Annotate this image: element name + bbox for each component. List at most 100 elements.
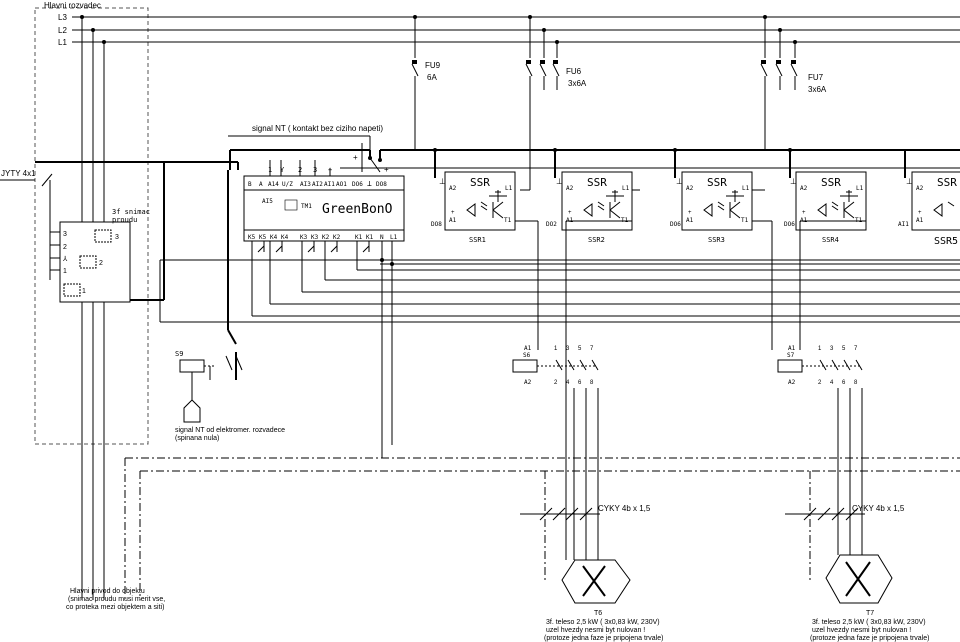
svg-text:AI5: AI5	[262, 198, 273, 205]
svg-text:K5: K5	[259, 234, 267, 241]
svg-text:L1: L1	[390, 234, 398, 241]
svg-text:K3: K3	[300, 234, 308, 241]
svg-text:K3: K3	[311, 234, 319, 241]
svg-text:L1: L1	[856, 185, 864, 192]
svg-text:K1: K1	[366, 234, 374, 241]
svg-text:A2: A2	[916, 185, 924, 192]
svg-text:K1: K1	[355, 234, 363, 241]
svg-text:SSR2: SSR2	[588, 236, 605, 244]
svg-text:A2: A2	[686, 185, 694, 192]
svg-text:2: 2	[554, 380, 558, 386]
svg-text:7: 7	[590, 346, 594, 352]
svg-text:6: 6	[578, 380, 582, 386]
svg-text:⊥: ⊥	[556, 177, 563, 186]
cable-out-label-1: CYKY 4b x 1,5	[598, 504, 651, 513]
svg-text:⅄: ⅄	[62, 255, 68, 263]
main-note-1: Hlavni privod do objektu	[70, 588, 145, 595]
svg-text:4: 4	[566, 380, 570, 386]
svg-text:A1: A1	[524, 345, 532, 352]
svg-text:T1: T1	[741, 217, 749, 224]
svg-text:SSR5: SSR5	[934, 236, 958, 247]
svg-text:K2: K2	[333, 234, 341, 241]
svg-text:SSR4: SSR4	[822, 236, 839, 244]
svg-text:⊥: ⊥	[367, 179, 372, 188]
svg-text:5: 5	[578, 346, 582, 352]
svg-text:A2: A2	[800, 185, 808, 192]
svg-text:3: 3	[566, 346, 570, 352]
signal-bottom-2: (spinana nula)	[175, 435, 219, 442]
svg-text:proudu: proudu	[112, 216, 137, 224]
phase-l3-label: L3	[58, 13, 67, 22]
svg-text:2: 2	[63, 244, 67, 251]
svg-text:A1: A1	[686, 217, 694, 224]
svg-text:L1: L1	[622, 185, 630, 192]
svg-text:(protoze jedna faze je pripoje: (protoze jedna faze je pripojena trvale)	[544, 635, 663, 642]
ssr-2: SSR A2 L1 A1 T1 + ⊥ DO2 SSR2	[546, 171, 633, 244]
ssr-5: SSR A2 A1 + ⊥ AI1 SSR5	[898, 171, 960, 247]
cable-ticks	[520, 507, 865, 521]
svg-text:DO6: DO6	[784, 221, 795, 228]
svg-text:S9: S9	[175, 350, 183, 358]
panel-title: Hlavni rozvadec	[44, 1, 101, 10]
svg-text:AI1: AI1	[898, 221, 909, 228]
svg-text:A14: A14	[268, 181, 279, 188]
svg-text:SSR1: SSR1	[469, 236, 486, 244]
main-note-3: co proteka mezi objektem a siti)	[66, 604, 164, 611]
svg-text:uzel hvezdy nesmi byt nulovan: uzel hvezdy nesmi byt nulovan !	[812, 627, 911, 634]
svg-text:A2: A2	[788, 379, 796, 386]
svg-text:AI3: AI3	[300, 181, 311, 188]
phase-l2-label: L2	[58, 26, 67, 35]
cable-out-label-2: CYKY 4b x 1,5	[852, 504, 905, 513]
svg-text:SSR: SSR	[707, 176, 727, 189]
svg-text:DO6: DO6	[352, 181, 363, 188]
signal-bottom-1: signal NT od elektromer. rozvadece	[175, 427, 285, 434]
greenbono-controller: GreenBonO 1 Y 2 3 + B A A14 U/Z AI3 AI2 …	[243, 160, 405, 242]
svg-text:N: N	[380, 234, 384, 241]
svg-text:S6: S6	[523, 352, 531, 359]
svg-text:K2: K2	[322, 234, 330, 241]
svg-text:T1: T1	[504, 217, 512, 224]
svg-text:SSR: SSR	[470, 176, 490, 189]
svg-text:⊥: ⊥	[790, 177, 797, 186]
svg-text:A1: A1	[449, 217, 457, 224]
svg-text:⊥: ⊥	[439, 177, 446, 186]
svg-text:GreenBonO: GreenBonO	[322, 202, 393, 217]
svg-text:3f. teleso 2,5 kW ( 3x0,83 kW,: 3f. teleso 2,5 kW ( 3x0,83 kW, 230V)	[546, 619, 660, 626]
cable-in-label: JYTY 4x1	[1, 169, 36, 178]
fuse-fu7: FU7 3x6A	[760, 17, 827, 150]
svg-text:L1: L1	[505, 185, 513, 192]
svg-text:1: 1	[554, 346, 558, 352]
svg-text:SSR: SSR	[937, 176, 957, 189]
svg-text:8: 8	[854, 380, 858, 386]
phase-busbars	[72, 15, 960, 600]
svg-text:2: 2	[99, 260, 103, 267]
svg-text:K4: K4	[281, 234, 289, 241]
main-note-2: (snimac proudu musi merit vse,	[68, 596, 165, 603]
svg-text:S7: S7	[787, 352, 795, 359]
plus-sign: +	[353, 153, 358, 162]
svg-text:SSR: SSR	[821, 176, 841, 189]
svg-text:DO8: DO8	[376, 181, 387, 188]
svg-text:SSR: SSR	[587, 176, 607, 189]
svg-text:SSR3: SSR3	[708, 236, 725, 244]
svg-text:7: 7	[854, 346, 858, 352]
svg-text:(protoze jedna faze je pripoje: (protoze jedna faze je pripojena trvale)	[810, 635, 929, 642]
heater-t6: T6 3f. teleso 2,5 kW ( 3x0,83 kW, 230V) …	[544, 388, 663, 642]
svg-text:1: 1	[82, 288, 86, 295]
fuse-fu9-rating: 6A	[427, 73, 437, 82]
fuse-fu9: FU9 6A	[411, 17, 441, 150]
control-wiring: + +	[35, 143, 960, 380]
svg-text:3: 3	[115, 234, 119, 241]
plus-sign-2: +	[384, 165, 389, 174]
svg-text:uzel hvezdy nesmi byt nulovan: uzel hvezdy nesmi byt nulovan !	[546, 627, 645, 634]
svg-text:L1: L1	[742, 185, 750, 192]
svg-text:3f snimac: 3f snimac	[112, 208, 150, 216]
ssr-3: SSR A2 L1 A1 T1 + ⊥ DO6 SSR3	[670, 171, 753, 244]
svg-text:Y: Y	[280, 166, 285, 174]
svg-text:A2: A2	[566, 185, 574, 192]
svg-text:⊥: ⊥	[676, 177, 683, 186]
svg-text:3: 3	[830, 346, 834, 352]
